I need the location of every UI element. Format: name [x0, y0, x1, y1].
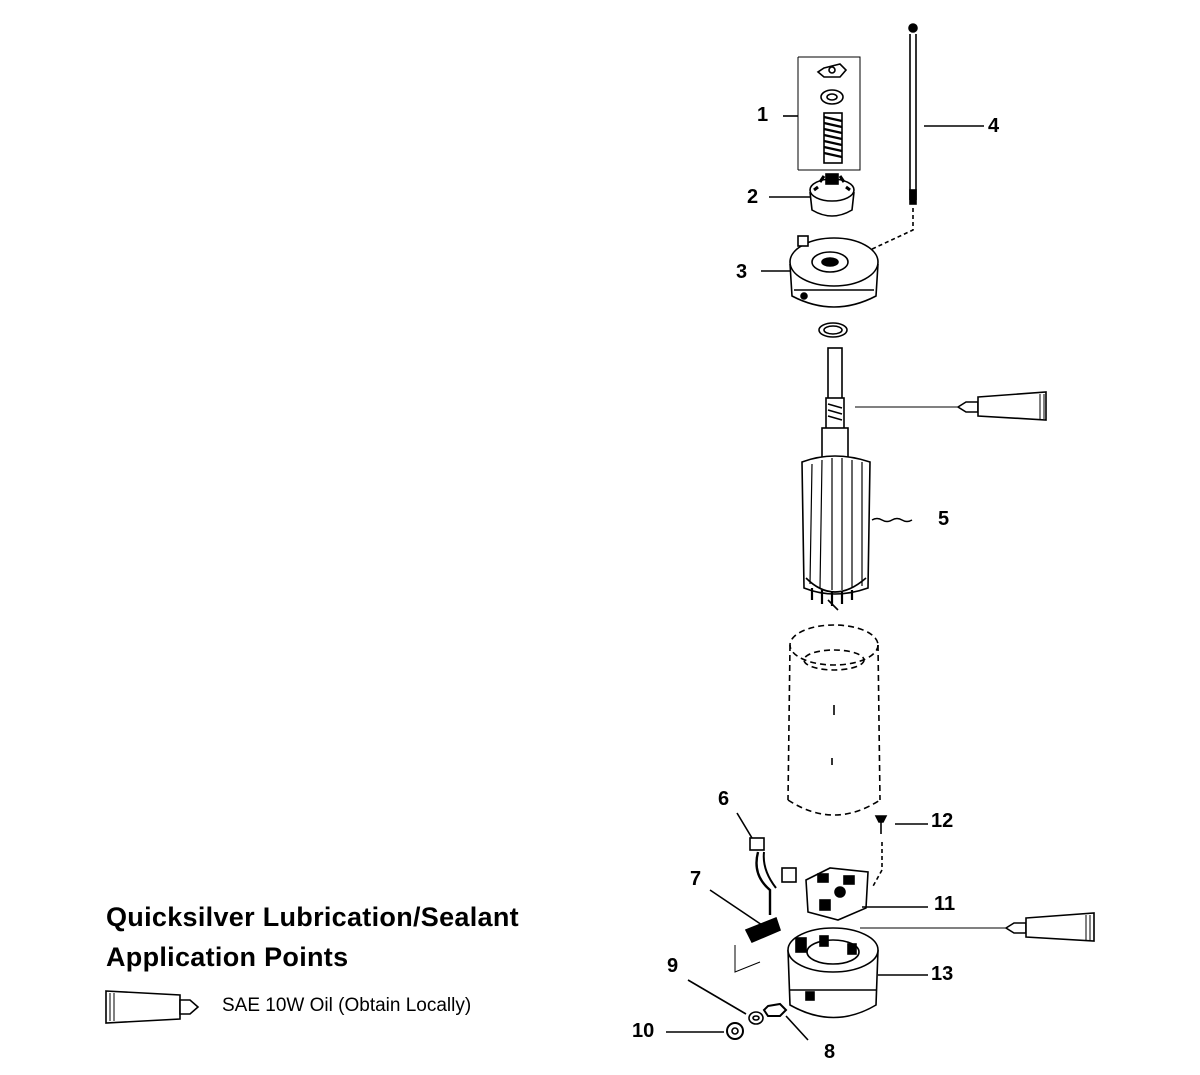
armature-icon: [801, 347, 913, 611]
brush-lead-icon: [709, 812, 797, 973]
callout-6: 6: [718, 788, 730, 810]
frame-housing-icon: [787, 624, 881, 816]
thrust-washer-icon: [818, 322, 848, 338]
callout-9: 9: [667, 955, 679, 977]
legend-oil-label: SAE 10W Oil (Obtain Locally): [222, 995, 472, 1016]
nut-icon: [762, 1002, 788, 1017]
oil-point-end-cap: [860, 912, 1095, 942]
spring-icon: [823, 112, 843, 164]
callout-1: 1: [757, 104, 769, 126]
callout-8: 8: [824, 1041, 836, 1063]
nut-icon: [816, 63, 848, 78]
callout-11: 11: [934, 893, 956, 915]
small-hardware: [666, 979, 809, 1041]
lockwasher-icon: [748, 1011, 764, 1025]
callout-4: 4: [988, 115, 1000, 137]
oil-tube-icon: [956, 391, 1047, 421]
brush-holder-icon: [805, 867, 928, 921]
callout-2: 2: [747, 186, 759, 208]
thru-bolt-icon: [869, 23, 984, 251]
callout-5: 5: [938, 508, 950, 530]
lower-end-cap-icon: [787, 927, 928, 1019]
hardware-group-1: [783, 56, 861, 171]
screw-icon: [871, 815, 928, 889]
callout-10: 10: [632, 1020, 655, 1042]
callout-3: 3: [736, 261, 748, 283]
drive-gear-icon: [769, 173, 855, 217]
legend-oil-tube-icon: [105, 990, 200, 1024]
washer-icon: [820, 89, 844, 105]
callout-13: 13: [931, 963, 954, 985]
callout-7: 7: [690, 868, 702, 890]
oil-point-armature: [855, 391, 1047, 421]
end-cap-icon: [761, 235, 879, 308]
legend-title-line2: Application Points: [106, 942, 349, 972]
legend-title-line1: Quicksilver Lubrication/Sealant: [106, 902, 519, 932]
terminal-nut-icon: [726, 1022, 744, 1040]
callout-12: 12: [931, 810, 954, 832]
oil-tube-icon: [1004, 912, 1095, 942]
